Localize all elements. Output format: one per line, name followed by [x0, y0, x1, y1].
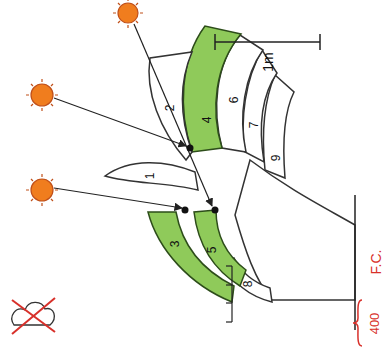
rolled-leaf — [105, 163, 198, 190]
sun-rays — [26, 0, 143, 206]
callout-number: 1 — [144, 173, 156, 180]
sun-symbol — [31, 3, 138, 201]
brace — [353, 300, 362, 346]
callout-number: 7 — [248, 122, 260, 129]
leaf-dot — [182, 145, 219, 214]
green-leaf — [194, 210, 246, 286]
callout-number: 9 — [270, 155, 282, 162]
dimension-line — [215, 34, 320, 50]
crossed-cloud — [12, 298, 55, 334]
callout-number: 8 — [242, 281, 254, 288]
callout-number: 5 — [206, 247, 218, 254]
callout-number: 6 — [228, 97, 240, 104]
callout-number: 4 — [201, 117, 213, 124]
callout-number: 3 — [169, 241, 181, 248]
callout-number: 2 — [164, 105, 176, 112]
light-ray — [54, 24, 212, 208]
ground-line — [354, 195, 356, 330]
green-leaf — [183, 26, 241, 152]
dimension-label: 1m — [261, 52, 275, 71]
note-label: 400 — [368, 312, 381, 334]
scale-bar — [226, 266, 232, 322]
note-label: F.C. — [369, 250, 383, 275]
